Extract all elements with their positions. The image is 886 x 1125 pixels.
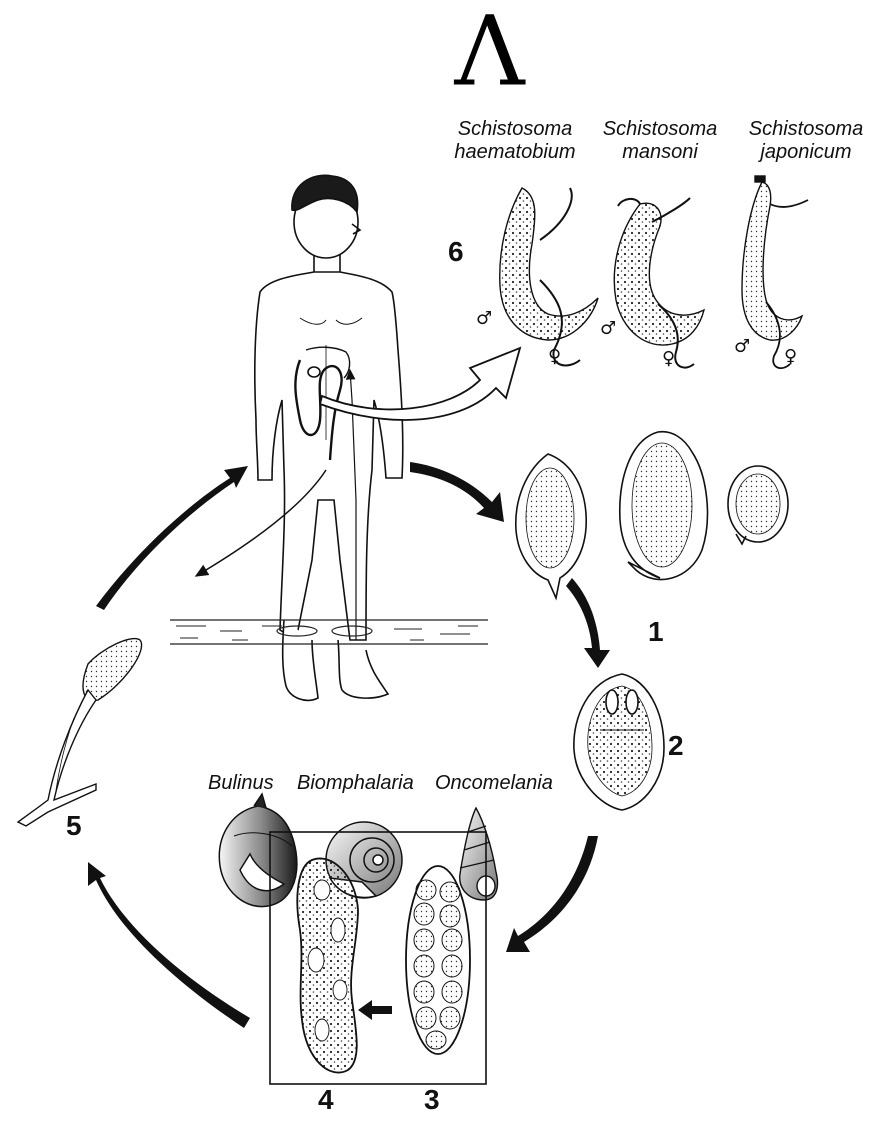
female-symbol-japonicum: ♀ bbox=[784, 346, 797, 367]
eggs bbox=[516, 432, 788, 598]
snail-oncomelania bbox=[460, 808, 498, 900]
species-label-haematobium: Schistosoma haematobium bbox=[440, 118, 590, 164]
snail-biomphalaria bbox=[326, 822, 402, 898]
snail-label-oncomelania: Oncomelania bbox=[435, 772, 553, 795]
stage-number-1: 1 bbox=[648, 616, 664, 648]
water-band bbox=[170, 620, 488, 644]
stage-number-2: 2 bbox=[668, 730, 684, 762]
male-symbol-mansoni: ♂ bbox=[600, 318, 616, 339]
male-symbol-japonicum: ♂ bbox=[734, 336, 750, 357]
snail-bulinus bbox=[219, 794, 297, 907]
species-label-japonicum: Schistosoma japonicum bbox=[736, 118, 876, 164]
sporocyst-box bbox=[270, 832, 486, 1084]
miracidium bbox=[574, 674, 664, 810]
panel-letter: V bbox=[420, 0, 560, 102]
species-label-mansoni: Schistosoma mansoni bbox=[590, 118, 730, 164]
arrow-to-adults bbox=[320, 348, 520, 420]
female-symbol-haematobium: ♀ bbox=[548, 346, 561, 367]
sex-symbols: ♂ ♀ ♂ ♀ ♂ ♀ bbox=[476, 308, 797, 369]
stage-number-3: 3 bbox=[424, 1084, 440, 1116]
adult-worms bbox=[500, 176, 808, 368]
stage-number-6: 6 bbox=[448, 236, 464, 268]
female-symbol-mansoni: ♀ bbox=[662, 348, 675, 369]
male-symbol-haematobium: ♂ bbox=[476, 308, 492, 329]
snail-label-bulinus: Bulinus bbox=[208, 772, 274, 795]
stage-number-4: 4 bbox=[318, 1084, 334, 1116]
cycle-arrows bbox=[88, 462, 610, 1028]
cercaria bbox=[18, 639, 142, 826]
stage-number-5: 5 bbox=[66, 810, 82, 842]
human-figure bbox=[255, 175, 403, 700]
snail-label-biomphalaria: Biomphalaria bbox=[297, 772, 414, 795]
